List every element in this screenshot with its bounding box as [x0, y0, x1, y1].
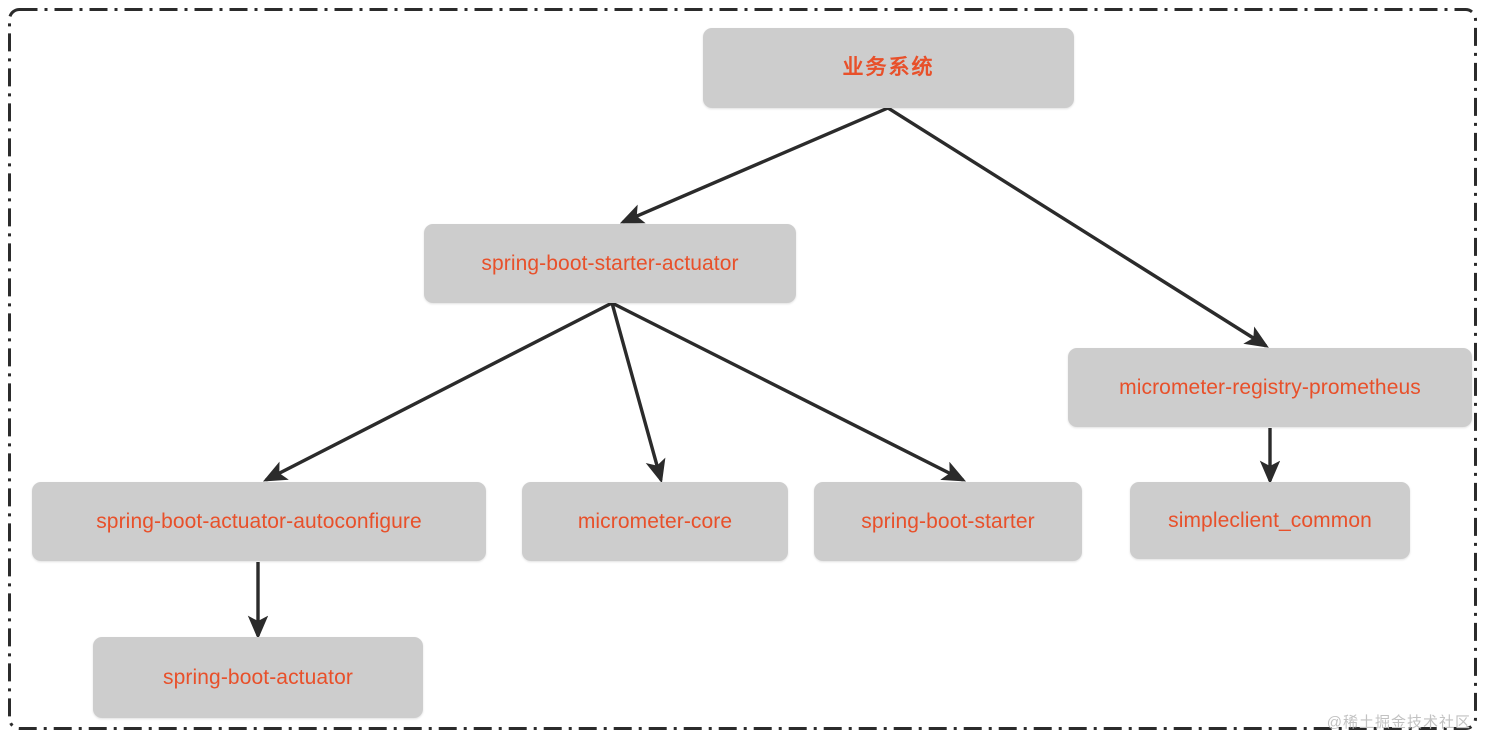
node-business-system[interactable]: 业务系统	[703, 28, 1074, 108]
edge-business-system-to-micrometer-registry-prometheus	[887, 106, 1269, 348]
edge-spring-boot-starter-actuator-to-spring-boot-actuator-autoconfigure	[262, 301, 613, 482]
node-simpleclient_common[interactable]: simpleclient_common	[1130, 482, 1410, 559]
node-label: simpleclient_common	[1168, 508, 1372, 532]
node-label: micrometer-core	[577, 509, 733, 533]
watermark: @稀土掘金技术社区	[1326, 714, 1471, 731]
node-label: spring-boot-starter-actuator	[481, 251, 739, 275]
node-label: micrometer-registry-prometheus	[1119, 375, 1421, 399]
node-spring-boot-starter-actuator[interactable]: spring-boot-starter-actuator	[424, 224, 796, 303]
node-spring-boot-actuator[interactable]: spring-boot-actuator	[93, 637, 423, 718]
node-label: spring-boot-starter	[861, 509, 1035, 533]
edge-spring-boot-starter-actuator-to-micrometer-core	[610, 302, 666, 484]
node-label: spring-boot-actuator	[163, 665, 353, 689]
node-label: 业务系统	[842, 56, 935, 80]
node-spring-boot-starter[interactable]: spring-boot-starter	[814, 482, 1082, 561]
edge-business-system-to-spring-boot-starter-actuator	[619, 106, 889, 224]
edge-spring-boot-starter-actuator-to-spring-boot-starter	[611, 301, 967, 482]
node-spring-boot-actuator-autoconfigure[interactable]: spring-boot-actuator-autoconfigure	[32, 482, 486, 561]
node-label: spring-boot-actuator-autoconfigure	[96, 509, 422, 533]
node-micrometer-core[interactable]: micrometer-core	[522, 482, 788, 561]
node-micrometer-registry-prometheus[interactable]: micrometer-registry-prometheus	[1068, 348, 1472, 427]
